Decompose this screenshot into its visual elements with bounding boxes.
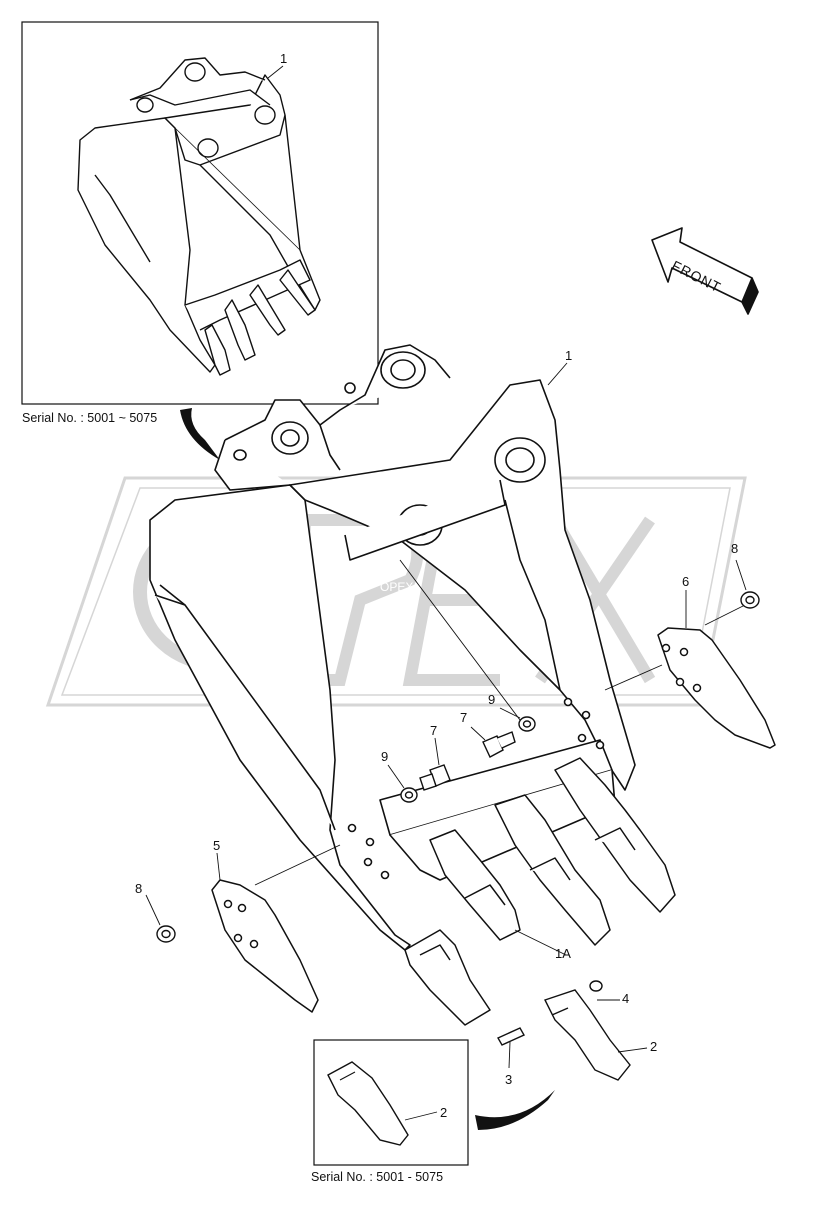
callout-tooth-point-inset: 2 — [440, 1105, 448, 1120]
inset-top-bucket — [77, 57, 321, 376]
callout-lock-washer: 4 — [622, 991, 630, 1006]
front-direction-arrow — [651, 227, 759, 315]
tooth-4 — [554, 757, 676, 913]
callout-washer-right: 9 — [488, 692, 496, 707]
serial-note-top: Serial No. : 5001 ~ 5075 — [22, 411, 158, 425]
leader-lines — [145, 65, 747, 1121]
callout-side-cutter-right: 6 — [682, 574, 690, 589]
callout-tooth-point: 2 — [650, 1039, 658, 1054]
separate-tooth-point — [544, 989, 631, 1081]
tooth-2 — [429, 829, 521, 941]
washer-right — [518, 716, 536, 732]
callout-side-cutter-left: 5 — [213, 838, 221, 853]
tooth-3 — [494, 794, 611, 946]
side-cutter-right — [604, 604, 776, 749]
lock-washer-4 — [589, 980, 603, 992]
inset-bottom-box — [313, 1039, 469, 1166]
inset-bottom-pointer-arrow — [475, 1090, 555, 1130]
callout-washer-left: 9 — [381, 749, 389, 764]
callout-top-inset: 1 — [280, 51, 288, 66]
callout-bolt-left: 7 — [430, 723, 438, 738]
inset-top-box — [21, 21, 379, 405]
tooth-1 — [404, 929, 491, 1026]
pin-3 — [497, 1027, 525, 1046]
callout-bolt-right: 7 — [460, 710, 468, 725]
hardware — [156, 591, 760, 1081]
washer-left — [400, 787, 418, 803]
nut-right — [740, 591, 760, 609]
side-cutter-left — [211, 844, 341, 1013]
bolt-left — [419, 764, 451, 791]
watermark-text: OPEX — [380, 580, 414, 594]
serial-note-bottom: Serial No. : 5001 - 5075 — [311, 1170, 444, 1184]
callout-tooth-adapter: 1A — [555, 946, 571, 961]
main-bucket — [149, 344, 636, 951]
callout-pin: 3 — [505, 1072, 513, 1087]
callout-main-bucket: 1 — [565, 348, 573, 363]
nut-left — [156, 925, 176, 943]
callout-nut-right: 8 — [731, 541, 739, 556]
inset-top-pointer-arrow — [180, 408, 220, 460]
callout-nut-left: 8 — [135, 881, 143, 896]
bolt-right — [482, 731, 516, 758]
bucket-teeth — [404, 757, 676, 1026]
